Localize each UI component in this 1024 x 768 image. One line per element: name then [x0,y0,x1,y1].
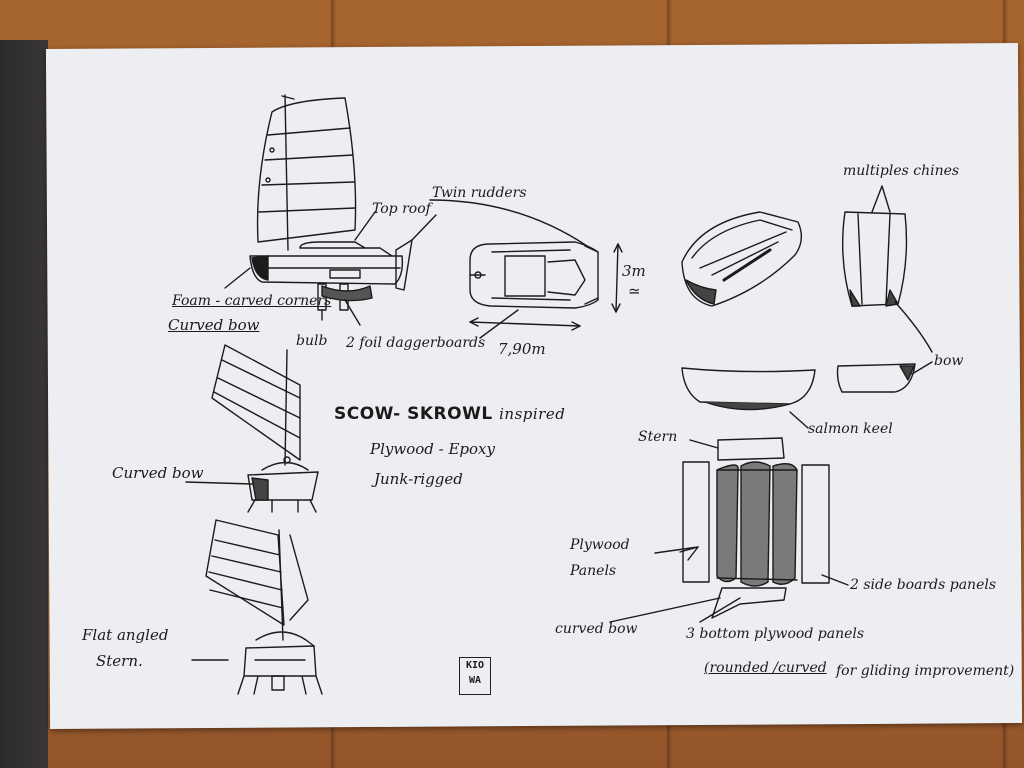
label-curved-bow-side: Curved bow [168,316,260,334]
artist-signature: KIO WA [459,657,491,695]
label-foam-corners: Foam - carved corners [172,293,332,309]
label-approx: ≃ [628,282,641,300]
label-panels: Panels [570,563,617,579]
label-gliding: for gliding improvement) [836,663,1015,679]
label-multiple-chines: multiples chines [843,163,960,179]
side-view-boat [224,94,591,326]
label-salmon-keel: salmon keel [808,421,893,437]
front-elevation-boat [185,344,319,513]
label-twin-rudders: Twin rudders [432,185,527,201]
label-curved-bow-panels: curved bow [555,621,638,637]
salmon-keel-view [681,361,933,429]
label-width: 3m [622,262,646,280]
label-bulb: bulb [296,333,328,349]
label-side-boards: 2 side boards panels [850,577,997,593]
label-curved-bow-front: Curved bow [112,464,204,482]
label-top-roof: Top roof [372,201,431,217]
label-stern-rear: Stern. [96,652,143,670]
panels-layout [609,437,849,623]
hull-perspective [681,211,803,307]
label-daggerboards: 2 foil daggerboards [346,335,486,351]
main-title: SCOW- SKROWL inspired [334,406,565,423]
label-length: 7,90m [498,340,546,358]
label-rounded-curved: (rounded /curved [704,660,827,676]
signature-line-2: WA [468,675,482,686]
top-view-boat [469,241,623,339]
rear-elevation-boat [191,519,323,695]
table-shadow-edge [0,40,48,768]
front-chine-view [841,185,933,353]
main-title-text: SCOW- SKROWL [334,404,493,424]
label-flat-angled: Flat angled [82,626,169,644]
label-bow: bow [934,353,964,369]
label-plywood: Plywood [570,537,630,553]
label-stern: Stern [638,429,678,445]
subtitle-plywood-epoxy: Plywood - Epoxy [370,440,495,458]
signature-line-1: KIO [465,660,485,671]
subtitle-junk-rigged: Junk-rigged [374,470,463,488]
main-title-suffix: inspired [499,405,566,423]
label-bottom-panels: 3 bottom plywood panels [686,626,865,642]
